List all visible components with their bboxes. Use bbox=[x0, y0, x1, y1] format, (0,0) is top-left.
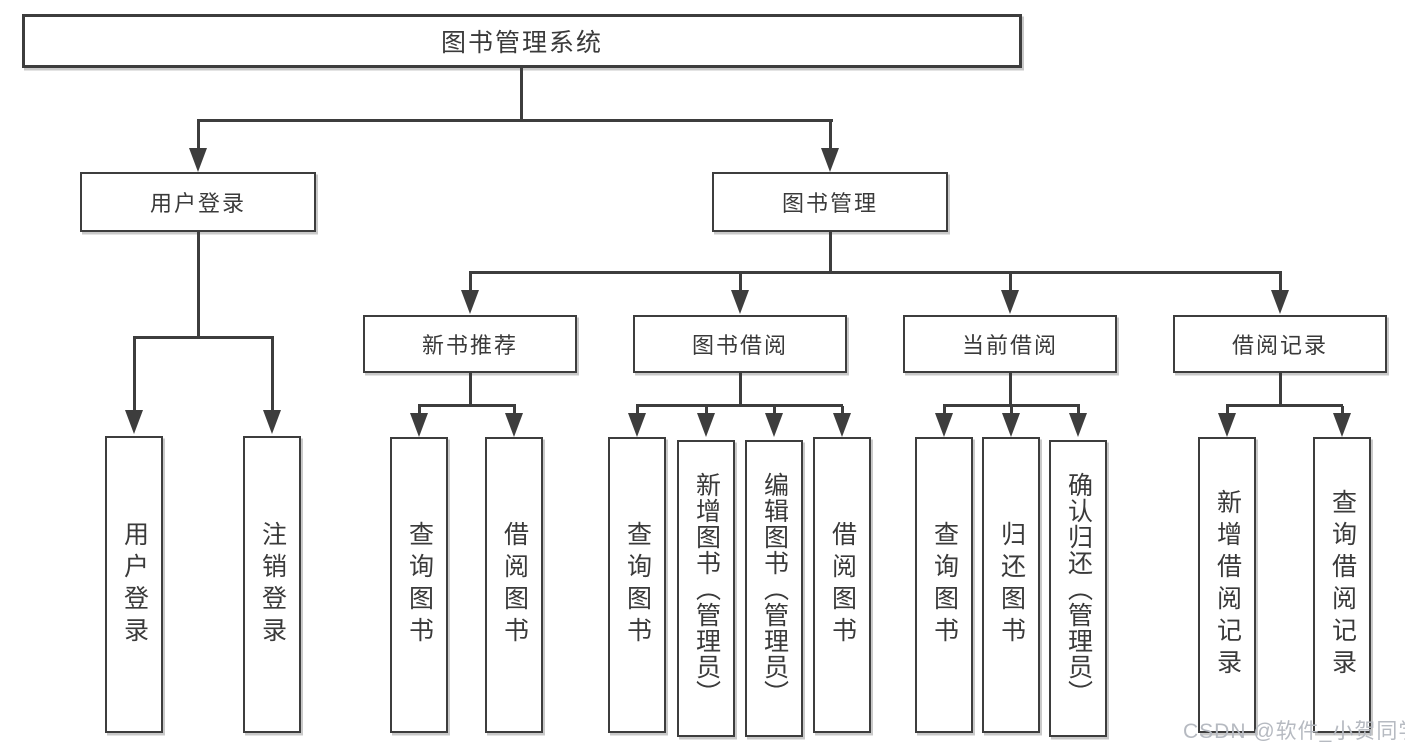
node-add-borrow-record: 新增借阅记录 bbox=[1198, 437, 1256, 733]
node-current-borrowing: 当前借阅 bbox=[903, 315, 1117, 373]
connector-line bbox=[197, 121, 200, 149]
connector-line bbox=[1226, 406, 1229, 414]
node-return-book: 归还图书 bbox=[982, 437, 1040, 733]
connector-line bbox=[829, 232, 832, 273]
arrow-down-icon bbox=[1001, 290, 1019, 314]
node-add-book-admin: 新增图书（管理员） bbox=[677, 440, 735, 737]
connector-line bbox=[197, 232, 200, 338]
connector-line bbox=[520, 68, 523, 121]
arrow-down-icon bbox=[189, 148, 207, 172]
arrow-down-icon bbox=[1271, 290, 1289, 314]
connector-line bbox=[636, 404, 843, 407]
arrow-down-icon bbox=[821, 148, 839, 172]
node-confirm-return-admin: 确认归还（管理员） bbox=[1049, 440, 1107, 737]
arrow-down-icon bbox=[697, 413, 715, 437]
connector-line bbox=[1009, 373, 1012, 406]
connector-line bbox=[943, 404, 1080, 407]
connector-line bbox=[469, 273, 472, 291]
connector-line bbox=[841, 406, 844, 414]
connector-line bbox=[197, 119, 833, 122]
node-borrow-books-recommend: 借阅图书 bbox=[485, 437, 543, 733]
connector-line bbox=[418, 406, 421, 414]
arrow-down-icon bbox=[1218, 413, 1236, 437]
connector-line bbox=[513, 406, 516, 414]
node-user-login: 用户登录 bbox=[80, 172, 316, 232]
connector-line bbox=[418, 404, 516, 407]
arrow-down-icon bbox=[1069, 413, 1087, 437]
connector-line bbox=[133, 336, 274, 339]
arrow-down-icon bbox=[125, 410, 143, 434]
arrow-down-icon bbox=[1002, 413, 1020, 437]
connector-line bbox=[829, 121, 832, 149]
arrow-down-icon bbox=[505, 413, 523, 437]
node-query-books-recommend: 查询图书 bbox=[390, 437, 448, 733]
arrow-down-icon bbox=[935, 413, 953, 437]
arrow-down-icon bbox=[263, 410, 281, 434]
connector-line bbox=[133, 338, 136, 411]
arrow-down-icon bbox=[731, 290, 749, 314]
node-logout: 注销登录 bbox=[243, 436, 301, 733]
arrow-down-icon bbox=[765, 413, 783, 437]
connector-line bbox=[739, 373, 742, 406]
node-book-management: 图书管理 bbox=[712, 172, 948, 232]
node-library-management-system: 图书管理系统 bbox=[22, 14, 1022, 68]
arrow-down-icon bbox=[833, 413, 851, 437]
connector-line bbox=[1226, 404, 1343, 407]
node-query-books-borrowing: 查询图书 bbox=[608, 437, 666, 733]
connector-line bbox=[1341, 406, 1344, 414]
node-new-book-recommend: 新书推荐 bbox=[363, 315, 577, 373]
arrow-down-icon bbox=[410, 413, 428, 437]
node-query-borrow-record: 查询借阅记录 bbox=[1313, 437, 1371, 733]
connector-line bbox=[705, 406, 708, 414]
connector-line bbox=[1279, 373, 1282, 406]
arrow-down-icon bbox=[1333, 413, 1351, 437]
connector-line bbox=[271, 338, 274, 411]
connector-line bbox=[1010, 406, 1013, 414]
arrow-down-icon bbox=[628, 413, 646, 437]
connector-line bbox=[1077, 406, 1080, 414]
arrow-down-icon bbox=[461, 290, 479, 314]
node-book-borrowing: 图书借阅 bbox=[633, 315, 847, 373]
connector-line bbox=[469, 373, 472, 406]
node-borrowing-records: 借阅记录 bbox=[1173, 315, 1387, 373]
connector-line bbox=[943, 406, 946, 414]
connector-line bbox=[469, 271, 1282, 274]
connector-line bbox=[773, 406, 776, 414]
node-edit-book-admin: 编辑图书（管理员） bbox=[745, 440, 803, 737]
connector-line bbox=[1279, 273, 1282, 291]
node-user-login-leaf: 用户登录 bbox=[105, 436, 163, 733]
connector-line bbox=[1009, 273, 1012, 291]
connector-line bbox=[636, 406, 639, 414]
node-query-books-current: 查询图书 bbox=[915, 437, 973, 733]
node-borrow-books-borrowing: 借阅图书 bbox=[813, 437, 871, 733]
csdn-watermark: CSDN @软件_小贺同学 bbox=[1183, 720, 1405, 743]
connector-line bbox=[739, 273, 742, 291]
